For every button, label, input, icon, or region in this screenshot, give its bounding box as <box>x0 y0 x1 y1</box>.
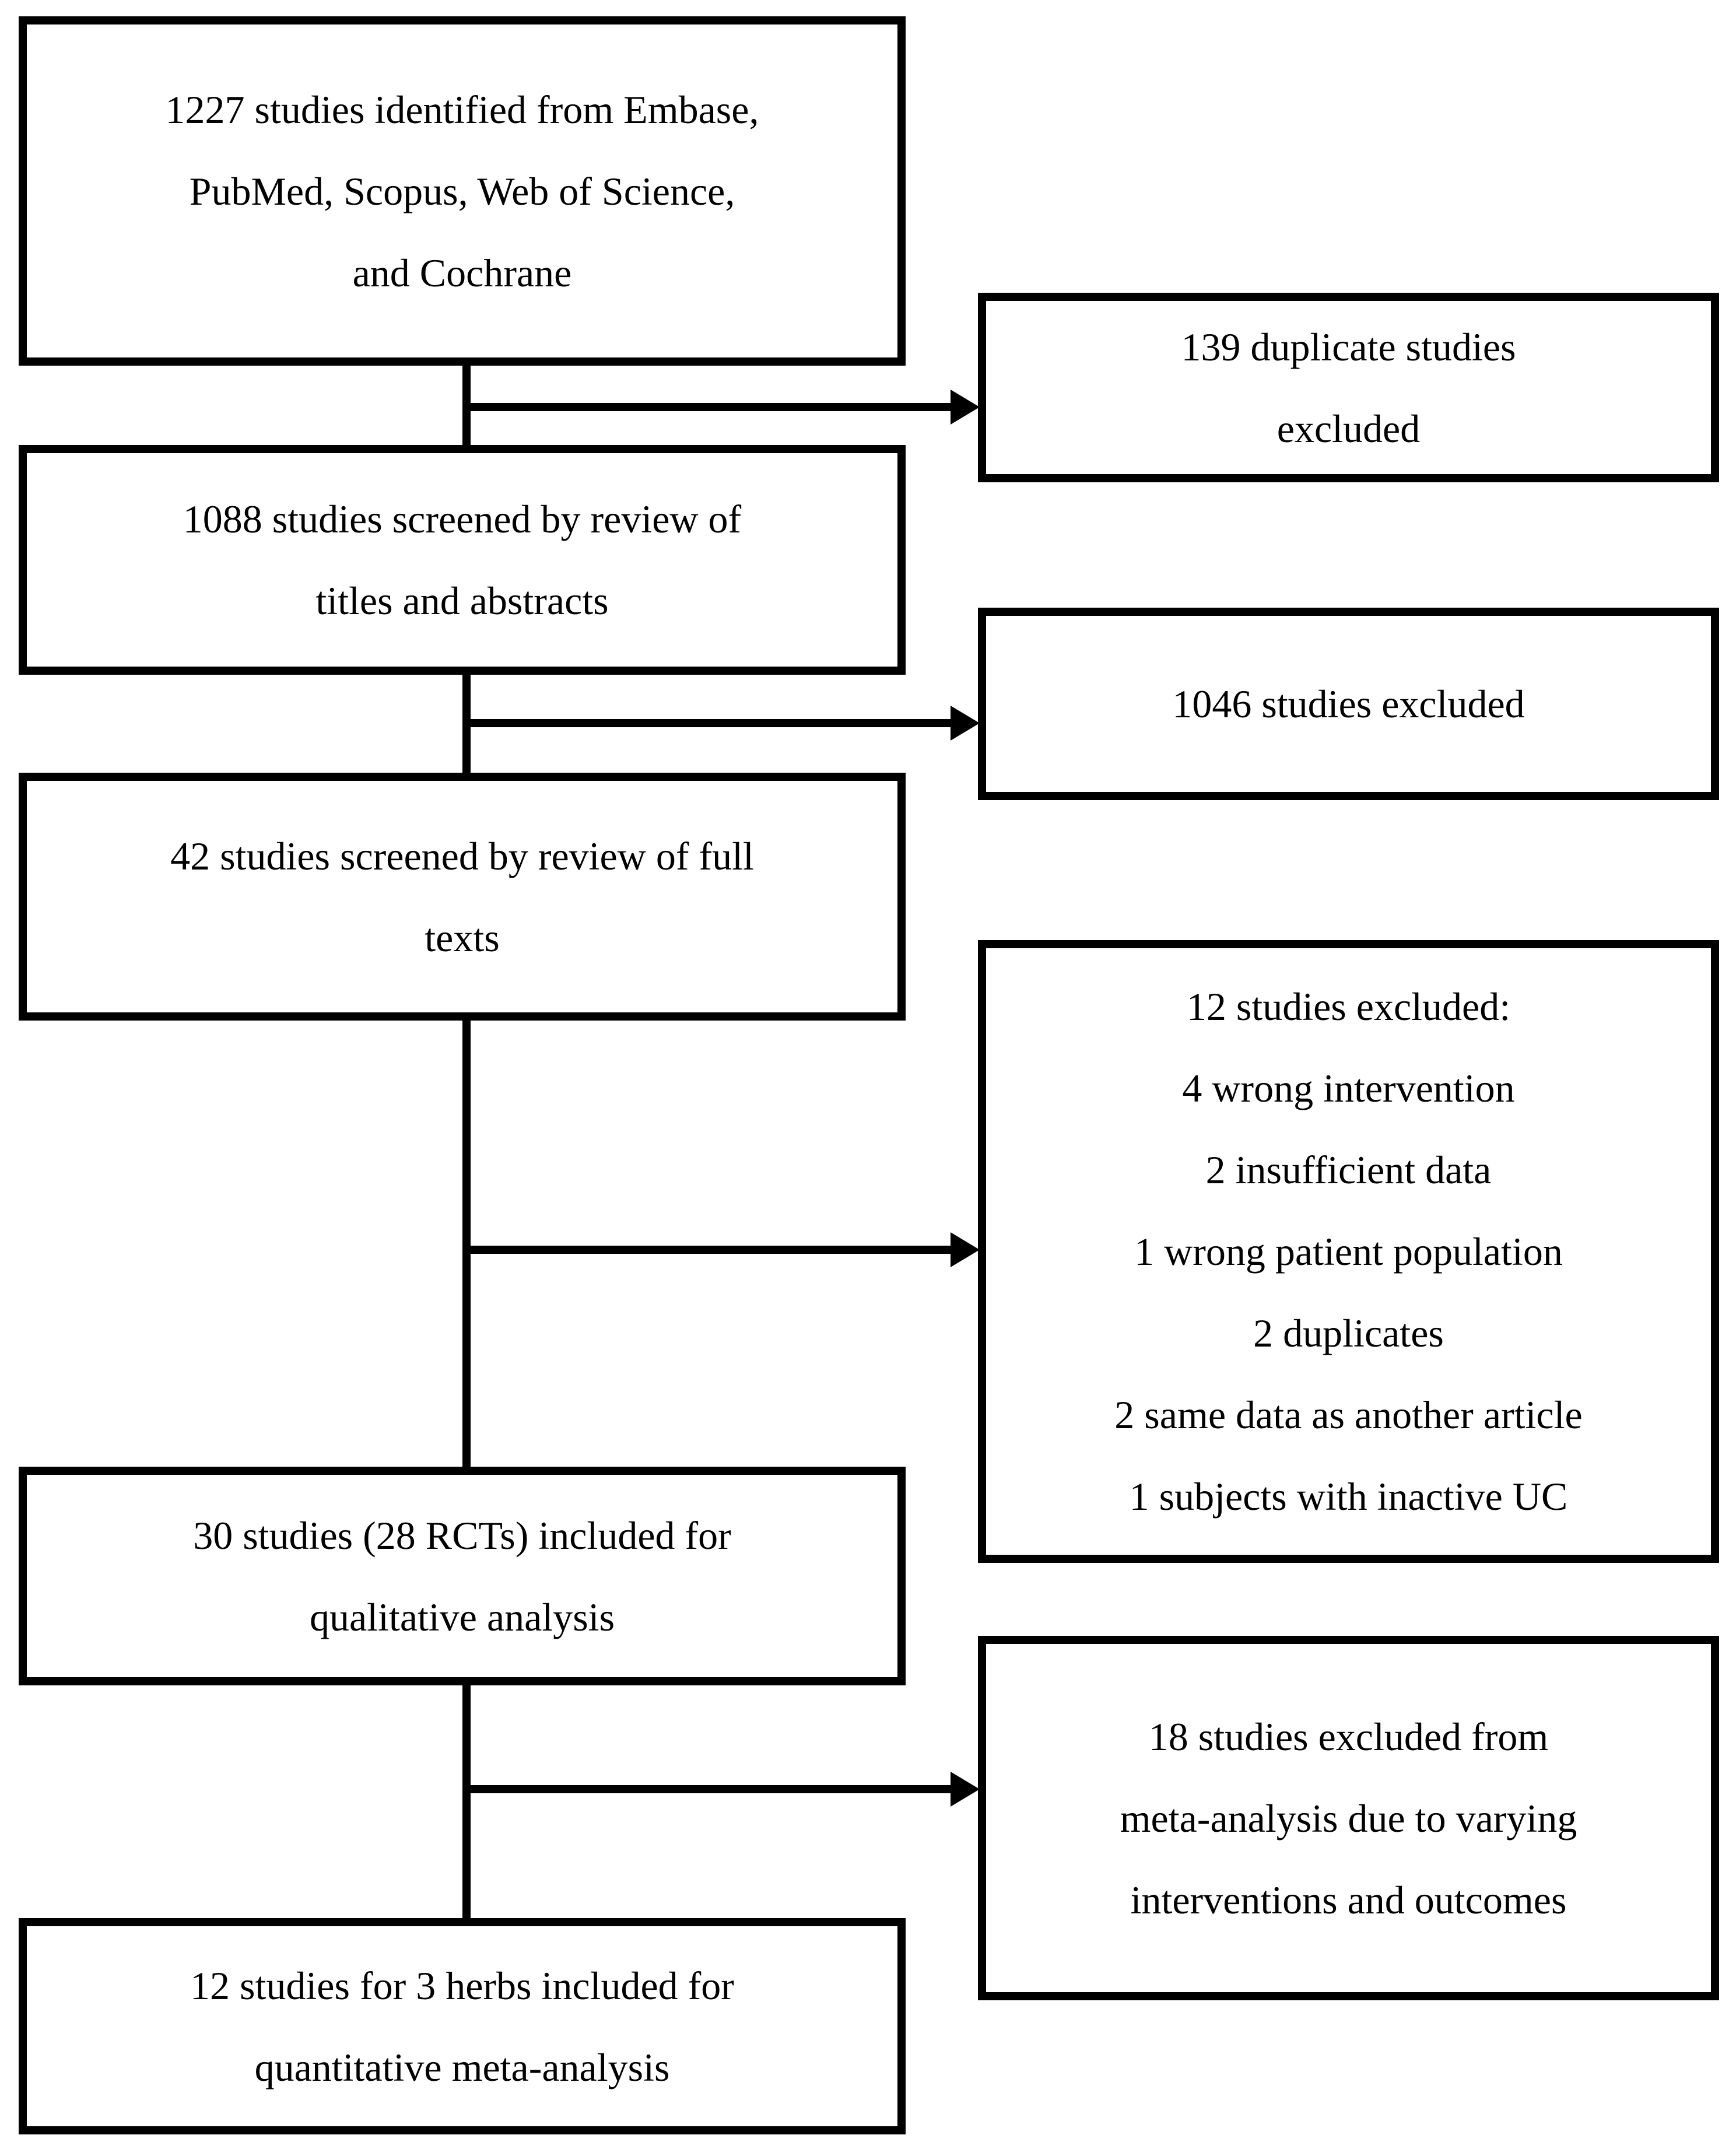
box-text-line: 1227 studies identified from Embase, <box>165 87 759 132</box>
box-text-line: interventions and outcomes <box>1130 1877 1567 1922</box>
arrowhead-icon <box>951 1232 980 1267</box>
box-text-line: 30 studies (28 RCTs) included for <box>193 1513 731 1558</box>
box-text-line: 1046 studies excluded <box>1172 682 1525 726</box>
box-text-line: 18 studies excluded from <box>1148 1714 1549 1759</box>
box-qualitative-analysis-included: 30 studies (28 RCTs) included for qualit… <box>19 1467 906 1685</box>
arrow-to-full-text-excluded <box>467 1246 952 1254</box>
box-full-text-studies-excluded: 12 studies excluded: 4 wrong interventio… <box>978 940 1719 1563</box>
arrowhead-icon <box>951 1772 980 1807</box>
box-text-line: texts <box>425 915 500 960</box>
box-studies-identified: 1227 studies identified from Embase, Pub… <box>19 16 906 366</box>
box-text-line: 4 wrong intervention <box>1182 1066 1515 1110</box>
arrowhead-icon <box>951 706 980 741</box>
arrow-to-title-abstract-excluded <box>467 719 952 727</box>
connector-line <box>462 1681 471 1922</box>
box-text-line: 139 duplicate studies <box>1181 324 1516 369</box>
box-text-line: 12 studies excluded: <box>1186 984 1511 1029</box>
box-meta-analysis-studies-excluded: 18 studies excluded from meta-analysis d… <box>978 1636 1719 2000</box>
box-text-line: 12 studies for 3 herbs included for <box>190 1963 734 2008</box>
box-text-line: 1 subjects with inactive UC <box>1129 1474 1568 1519</box>
box-text-line: titles and abstracts <box>315 579 609 623</box>
box-text-line: 2 duplicates <box>1253 1311 1444 1355</box>
box-text-line: 2 insufficient data <box>1205 1148 1492 1192</box>
box-text-line: quantitative meta-analysis <box>254 2045 670 2090</box>
connector-line <box>462 1016 471 1471</box>
box-text-line: and Cochrane <box>352 250 572 295</box>
box-duplicate-studies-excluded: 139 duplicate studies excluded <box>978 293 1719 482</box>
box-text-line: PubMed, Scopus, Web of Science, <box>189 169 735 213</box>
box-screened-titles-abstracts: 1088 studies screened by review of title… <box>19 445 906 675</box>
arrow-to-meta-analysis-excluded <box>467 1785 952 1793</box>
box-text-line: 1 wrong patient population <box>1134 1229 1563 1274</box>
box-text-line: 42 studies screened by review of full <box>170 833 754 878</box>
box-text-line: excluded <box>1276 406 1421 451</box>
box-text-line: 1088 studies screened by review of <box>183 497 742 541</box>
box-title-abstract-studies-excluded: 1046 studies excluded <box>978 608 1719 800</box>
box-text-line: 2 same data as another article <box>1114 1393 1583 1437</box>
box-screened-full-texts: 42 studies screened by review of full te… <box>19 773 906 1021</box>
box-quantitative-meta-analysis-included: 12 studies for 3 herbs included for quan… <box>19 1918 906 2134</box>
arrow-to-duplicates-excluded <box>467 403 952 411</box>
box-text-line: meta-analysis due to varying <box>1120 1796 1577 1841</box>
box-text-line: qualitative analysis <box>309 1594 615 1639</box>
arrowhead-icon <box>951 390 980 425</box>
